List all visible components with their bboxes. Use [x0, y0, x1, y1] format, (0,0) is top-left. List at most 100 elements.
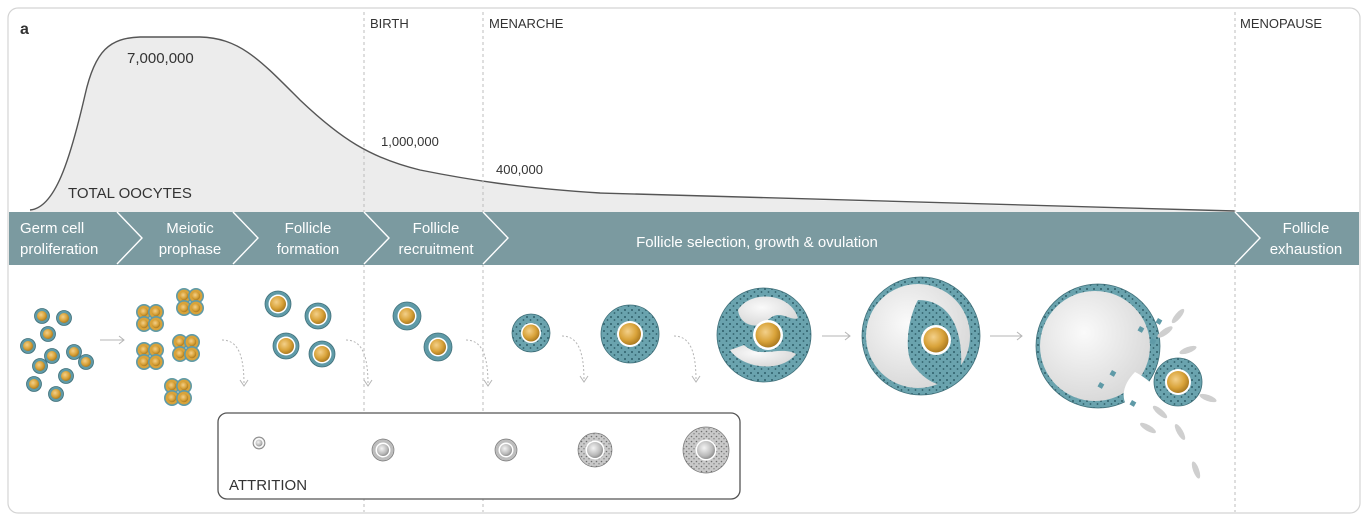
rupture — [1123, 372, 1165, 410]
atretic-oocyte — [255, 439, 263, 447]
granulosa-cell — [1097, 381, 1105, 389]
oocyte — [755, 322, 781, 348]
granulosa-cell — [1137, 326, 1145, 333]
attrition-box — [217, 412, 741, 500]
germ-cell-cluster-core — [167, 393, 177, 403]
atretic-oocyte — [500, 444, 512, 456]
attrition-arrowhead — [483, 379, 493, 387]
follicular-fluid — [1152, 405, 1168, 419]
attrition-arrow — [345, 339, 369, 386]
germ-cell-nucleus — [61, 371, 71, 381]
menarche-count-label: 400,000 — [496, 162, 543, 177]
oocyte — [619, 323, 641, 345]
germ-cell-cluster-core — [175, 349, 185, 359]
germ-cell-nucleus — [81, 357, 91, 367]
peak-count-label: 7,000,000 — [127, 50, 194, 67]
stage-4-line2: recruitment — [398, 241, 474, 258]
antrum — [730, 345, 796, 367]
germ-cell-cluster-core — [191, 291, 201, 301]
stage-3-line1: Follicle — [285, 220, 332, 237]
germ-cell-cluster-core — [139, 345, 149, 355]
stage-5-label: Follicle selection, growth & ovulation — [636, 234, 878, 251]
attrition-arrow — [221, 339, 245, 386]
follicular-fluid — [1191, 461, 1201, 479]
germ-cell-cluster-core — [179, 381, 189, 391]
germ-cell-nucleus — [47, 351, 57, 361]
follicular-fluid — [1199, 393, 1217, 403]
stage-4-line1: Follicle — [413, 220, 460, 237]
germ-cell-nucleus — [35, 361, 45, 371]
oocyte — [310, 308, 326, 324]
ovulated-oocyte — [1167, 371, 1189, 393]
germ-cell-cluster-core — [139, 319, 149, 329]
stage-3-line2: formation — [277, 241, 340, 258]
menopause-label: MENOPAUSE — [1240, 16, 1322, 31]
germ-cell-cluster-core — [179, 291, 189, 301]
panel-label: a — [20, 21, 29, 38]
follicular-fluid — [1171, 308, 1185, 324]
progression-arrowhead — [1016, 331, 1023, 341]
progression-arrowhead — [844, 331, 851, 341]
follicular-fluid — [1179, 345, 1197, 355]
germ-cell-cluster-core — [151, 345, 161, 355]
menarche-label: MENARCHE — [489, 16, 564, 31]
granulosa-cell — [1129, 400, 1137, 407]
germ-cell-cluster-core — [151, 319, 161, 329]
atretic-oocyte — [377, 444, 389, 456]
follicular-fluid — [1174, 424, 1186, 440]
stage-6-line2: exhaustion — [1270, 241, 1343, 258]
germ-cell-nucleus — [23, 341, 33, 351]
follicular-fluid — [1140, 422, 1156, 434]
birth-count-label: 1,000,000 — [381, 134, 439, 149]
oocyte — [399, 308, 415, 324]
antrum — [738, 296, 798, 326]
granulosa-cell — [1155, 318, 1163, 325]
cell-illustrations — [20, 276, 1217, 479]
attrition-label: ATTRITION — [229, 477, 307, 494]
germ-cell-cluster-core — [187, 349, 197, 359]
granulosa-cell — [1149, 338, 1157, 345]
germ-cell-cluster-core — [175, 337, 185, 347]
stage-2-line1: Meiotic — [166, 220, 214, 237]
granulosa-cell — [1109, 369, 1117, 377]
germ-cell-nucleus — [69, 347, 79, 357]
germ-cell-cluster-core — [151, 307, 161, 317]
stage-band — [9, 212, 1359, 265]
birth-label: BIRTH — [370, 16, 409, 31]
total-oocytes-label: TOTAL OOCYTES — [68, 185, 192, 202]
oocyte — [270, 296, 286, 312]
attrition-arrowhead — [239, 379, 249, 387]
germ-cell-nucleus — [51, 389, 61, 399]
oocyte — [430, 339, 446, 355]
oocyte — [923, 327, 949, 353]
oocyte — [278, 338, 294, 354]
attrition-arrowhead — [579, 375, 589, 383]
stage-chevrons — [116, 211, 1261, 265]
germ-cell-nucleus — [37, 311, 47, 321]
attrition-arrowhead — [691, 375, 701, 383]
germ-cell-cluster-core — [179, 393, 189, 403]
attrition-cells — [252, 426, 730, 474]
germ-cell-nucleus — [29, 379, 39, 389]
atretic-oocyte — [587, 442, 603, 458]
stage-6-line1: Follicle — [1283, 220, 1330, 237]
germ-cell-cluster-core — [179, 303, 189, 313]
stage-1-line1: Germ cell — [20, 220, 84, 237]
stage-1-line2: proliferation — [20, 241, 98, 258]
germ-cell-cluster-core — [139, 307, 149, 317]
follicular-fluid — [1157, 326, 1173, 338]
attrition-arrow — [465, 339, 489, 386]
germ-cell-nucleus — [43, 329, 53, 339]
attrition-arrow — [673, 335, 697, 382]
germ-cell-cluster-core — [191, 303, 201, 313]
germ-cell-cluster-core — [167, 381, 177, 391]
stage-2-line2: prophase — [159, 241, 222, 258]
germ-cell-cluster-core — [151, 357, 161, 367]
oocyte — [522, 324, 540, 342]
oocyte — [314, 346, 330, 362]
atretic-oocyte — [697, 441, 715, 459]
attrition-arrow — [561, 335, 585, 382]
germ-cell-cluster-core — [187, 337, 197, 347]
